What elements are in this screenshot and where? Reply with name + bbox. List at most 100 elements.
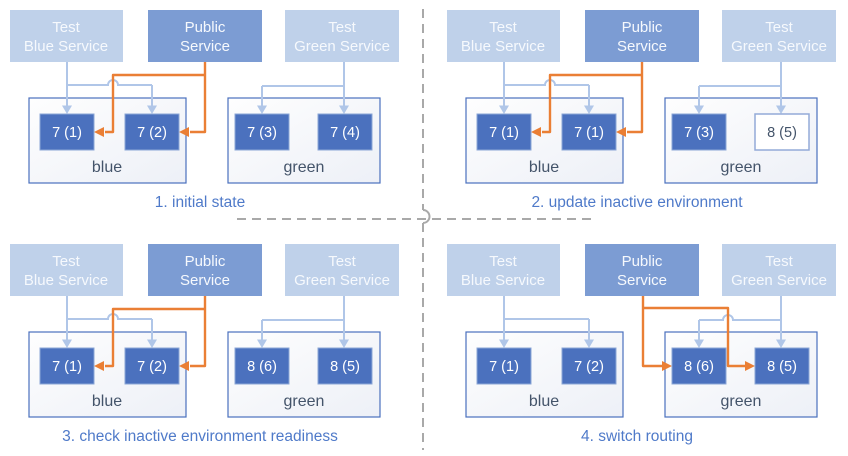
test-blue-service-label: Blue Service	[461, 38, 545, 55]
pod-box	[671, 347, 727, 385]
green-environment-label: green	[284, 393, 325, 410]
test-green-connector-fork	[699, 314, 781, 321]
arrowhead-down-icon	[499, 105, 509, 114]
public-service-box	[585, 10, 699, 62]
public-route-arrow-branch	[542, 73, 642, 134]
quadrant-caption: 4. switch routing	[581, 428, 693, 445]
public-service-label: Public	[185, 19, 226, 36]
pod-label: 7 (2)	[137, 125, 167, 141]
test-blue-connector-fork	[504, 79, 589, 86]
divider-crossing-hop	[422, 209, 431, 224]
pod-box	[317, 113, 373, 151]
public-service-label: Public	[185, 253, 226, 270]
test-blue-service-label: Blue Service	[24, 38, 108, 55]
blue-environment-label: blue	[92, 159, 122, 176]
pod-box	[39, 347, 95, 385]
test-blue-service-label: Test	[52, 19, 80, 36]
arrowhead-down-icon	[339, 339, 349, 348]
arrowhead-left-icon	[94, 361, 104, 371]
pod-box	[754, 347, 810, 385]
test-blue-service: Test Blue Service	[10, 244, 123, 296]
test-blue-service-label: Test	[489, 19, 517, 36]
test-green-service: Test Green Service	[722, 10, 836, 62]
pod: 8 (6)	[234, 347, 290, 385]
arrowhead-left-icon	[94, 127, 104, 137]
arrowhead-down-icon	[62, 105, 72, 114]
public-route-arrow-branch	[105, 307, 205, 368]
public-service: Public Service	[148, 10, 262, 62]
test-blue-connector-fork	[67, 313, 152, 320]
public-service-label: Service	[617, 38, 667, 55]
pod-box	[671, 113, 727, 151]
quadrant-initial-state: blue green Test Blue Service Public Serv…	[10, 10, 399, 211]
arrowhead-right-icon	[662, 361, 672, 371]
test-green-service-label: Green Service	[731, 272, 827, 289]
pod: 8 (5)	[754, 113, 810, 151]
arrowhead-down-icon	[694, 339, 704, 348]
arrowhead-down-icon	[147, 339, 157, 348]
quadrant-check-readiness: blue green Test Blue Service Public Serv…	[10, 244, 399, 445]
pod-label: 7 (2)	[137, 359, 167, 375]
test-green-service: Test Green Service	[285, 244, 399, 296]
pod: 7 (1)	[39, 113, 95, 151]
test-green-service-label: Test	[328, 19, 356, 36]
test-blue-service-box	[447, 244, 560, 296]
pod-label: 7 (4)	[330, 125, 360, 141]
pod: 7 (1)	[476, 113, 532, 151]
public-route-arrow	[190, 62, 207, 134]
pod: 7 (4)	[317, 113, 373, 151]
arrowhead-right-icon	[745, 361, 755, 371]
public-service-label: Public	[622, 253, 663, 270]
arrowhead-down-icon	[694, 105, 704, 114]
pod: 7 (2)	[124, 113, 180, 151]
public-route-arrow	[190, 296, 207, 368]
test-blue-service-label: Blue Service	[24, 272, 108, 289]
test-blue-service-box	[10, 244, 123, 296]
public-service-label: Service	[180, 38, 230, 55]
test-blue-service-label: Test	[52, 253, 80, 270]
arrowhead-left-icon	[616, 127, 626, 137]
test-green-service-box	[722, 244, 836, 296]
pod: 8 (5)	[317, 347, 373, 385]
public-route-arrow-branch	[643, 306, 746, 368]
pod: 7 (3)	[234, 113, 290, 151]
test-green-service-box	[285, 244, 399, 296]
quadrant-caption: 3. check inactive environment readiness	[62, 428, 338, 445]
pod-label: 7 (1)	[489, 359, 519, 375]
pod: 8 (5)	[754, 347, 810, 385]
test-green-service-label: Test	[765, 19, 793, 36]
test-green-service-box	[722, 10, 836, 62]
arrowhead-down-icon	[339, 105, 349, 114]
test-green-service: Test Green Service	[285, 10, 399, 62]
arrowhead-down-icon	[584, 105, 594, 114]
test-blue-service: Test Blue Service	[10, 10, 123, 62]
test-blue-service-box	[10, 10, 123, 62]
green-environment-label: green	[721, 393, 762, 410]
pod-box	[317, 347, 373, 385]
pod-box	[39, 113, 95, 151]
test-green-service-box	[285, 10, 399, 62]
pod: 8 (6)	[671, 347, 727, 385]
test-green-service-label: Green Service	[294, 272, 390, 289]
public-service-box	[148, 244, 262, 296]
pod-box	[124, 113, 180, 151]
pod-label: 8 (5)	[330, 359, 360, 375]
arrowhead-down-icon	[257, 339, 267, 348]
pod-label: 7 (1)	[52, 125, 82, 141]
arrowhead-down-icon	[257, 105, 267, 114]
pod: 7 (1)	[39, 347, 95, 385]
test-blue-service-label: Blue Service	[461, 272, 545, 289]
pod-label: 7 (3)	[684, 125, 714, 141]
quadrant-caption: 1. initial state	[155, 194, 245, 211]
public-service: Public Service	[585, 10, 699, 62]
pod: 7 (1)	[476, 347, 532, 385]
public-route-arrow-branch	[105, 73, 205, 134]
public-service-label: Service	[180, 272, 230, 289]
pod-box	[476, 113, 532, 151]
pod-box	[124, 347, 180, 385]
pod-label: 8 (6)	[247, 359, 277, 375]
blue-environment-label: blue	[92, 393, 122, 410]
public-service-label: Public	[622, 19, 663, 36]
